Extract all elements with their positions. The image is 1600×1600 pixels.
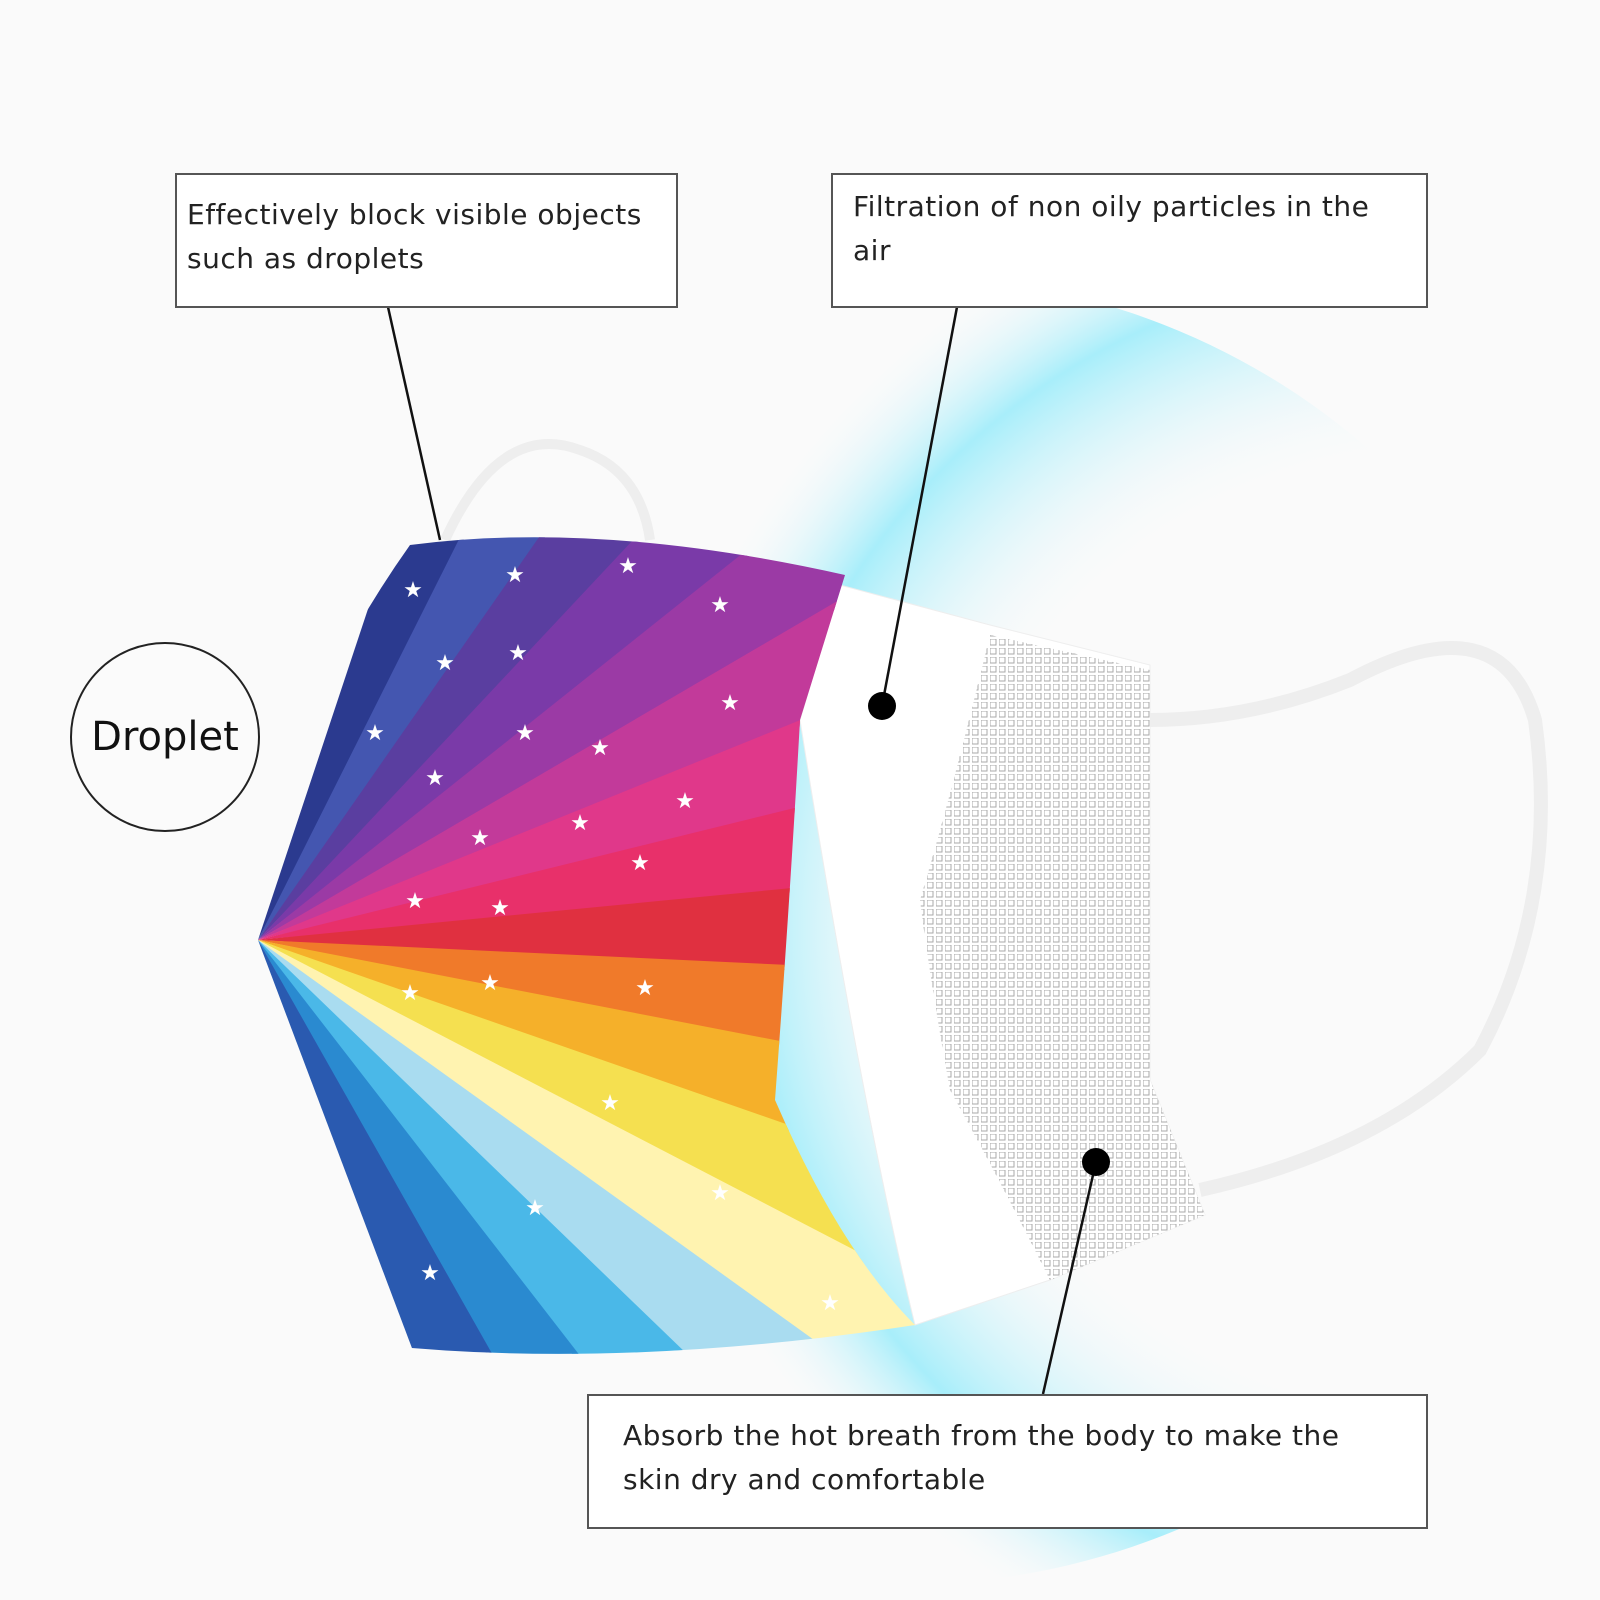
- rainbow-stripe: [258, 940, 915, 1354]
- rainbow-outer-layer: [258, 537, 915, 1354]
- star-icon: ★: [505, 563, 525, 588]
- rainbow-stripe: [258, 940, 915, 1354]
- star-icon: ★: [635, 976, 655, 1001]
- star-icon: ★: [400, 981, 420, 1006]
- rainbow-stripe: [258, 537, 716, 940]
- star-icon: ★: [470, 826, 490, 851]
- star-icon: ★: [570, 811, 590, 836]
- star-icon: ★: [618, 554, 638, 579]
- droplet-label: Droplet: [70, 642, 260, 832]
- rainbow-stripe: [258, 537, 915, 940]
- leader-line-outer: [386, 306, 442, 541]
- star-icon: ★: [630, 851, 650, 876]
- leader-line-middle: [880, 306, 959, 707]
- star-pattern: ★ ★ ★ ★ ★ ★ ★ ★ ★ ★ ★ ★ ★ ★ ★ ★ ★ ★ ★ ★ ★ ★ ★ ★ ★: [365, 554, 840, 1316]
- rainbow-stripe: [258, 537, 915, 940]
- star-icon: ★: [675, 789, 695, 814]
- star-icon: ★: [508, 641, 528, 666]
- star-icon: ★: [590, 736, 610, 761]
- ear-loop-right: [1149, 641, 1548, 1197]
- rainbow-stripe: [258, 564, 915, 940]
- star-icon: ★: [425, 766, 445, 791]
- star-icon: ★: [720, 691, 740, 716]
- leader-line-inner: [1041, 1161, 1098, 1395]
- star-icon: ★: [420, 1261, 440, 1286]
- rainbow-stripe: [258, 537, 839, 940]
- rainbow-stripe: [258, 940, 915, 1354]
- star-icon: ★: [710, 1181, 730, 1206]
- rainbow-stripe: [258, 843, 915, 998]
- star-icon: ★: [710, 593, 730, 618]
- rainbow-stripe: [258, 701, 915, 940]
- star-icon: ★: [525, 1196, 545, 1221]
- rainbow-stripe: [258, 940, 915, 1279]
- star-icon: ★: [403, 578, 423, 603]
- star-icon: ★: [490, 896, 510, 921]
- star-icon: ★: [435, 651, 455, 676]
- star-icon: ★: [600, 1091, 620, 1116]
- callout-middle-layer: Filtration of non oily particles in the …: [831, 173, 1428, 308]
- pointer-dot-middle: [868, 692, 896, 720]
- callout-inner-layer: Absorb the hot breath from the body to m…: [587, 1394, 1428, 1529]
- ear-loop-left: [440, 439, 655, 543]
- star-icon: ★: [365, 721, 385, 746]
- rainbow-stripe: [258, 537, 915, 940]
- star-icon: ★: [515, 721, 535, 746]
- rainbow-stripe: [258, 537, 915, 940]
- rainbow-stripe: [258, 940, 609, 1354]
- star-icon: ★: [820, 1291, 840, 1316]
- callout-outer-layer: Effectively block visible objects such a…: [175, 173, 678, 308]
- star-icon: ★: [480, 971, 500, 996]
- mesh-layer: [920, 635, 1205, 1280]
- pointer-dot-inner: [1082, 1148, 1110, 1176]
- star-icon: ★: [405, 889, 425, 914]
